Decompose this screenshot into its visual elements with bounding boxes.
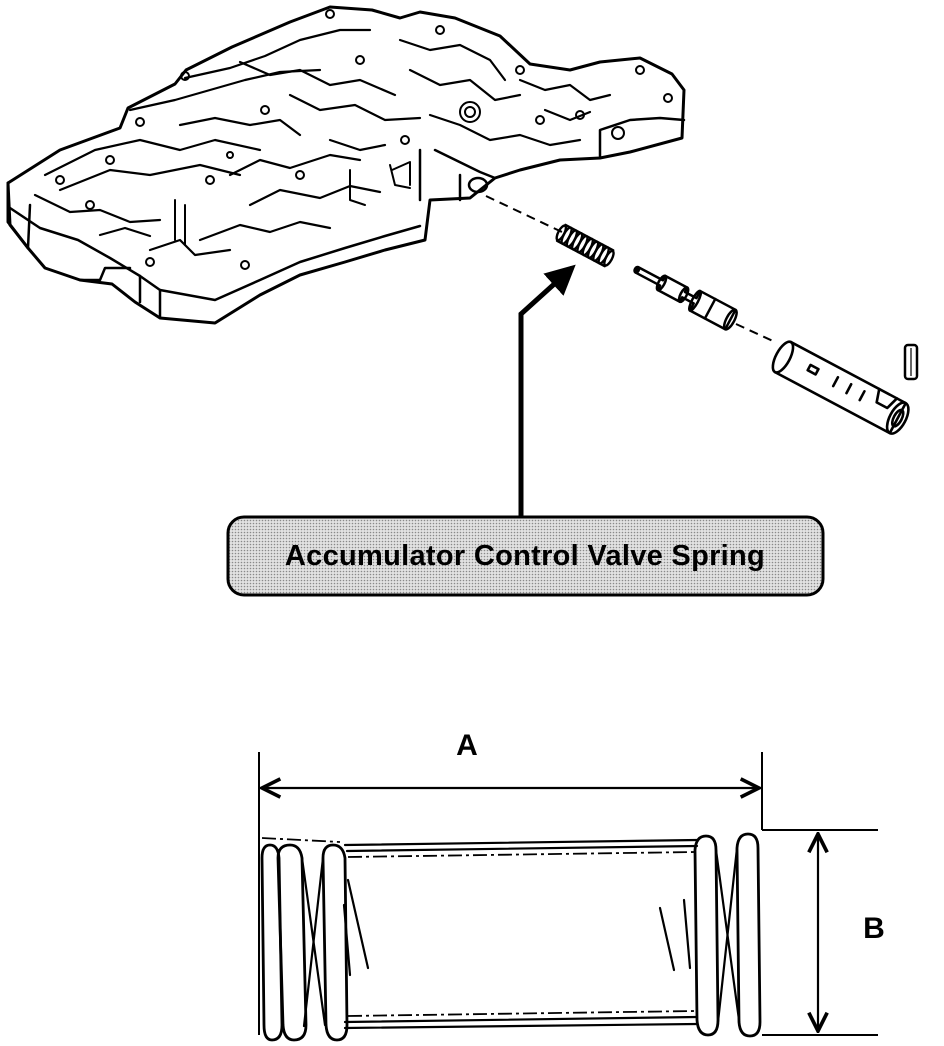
callout-leader-line	[518, 264, 576, 520]
accumulator-control-valve	[633, 265, 738, 331]
valve-body	[6, 5, 686, 325]
large-coil-spring	[260, 832, 762, 1042]
dimension-b-label: B	[863, 912, 885, 945]
dimension-a-label: A	[456, 729, 478, 762]
valve-plug	[771, 340, 910, 435]
retainer-pin	[903, 343, 919, 381]
accumulator-control-valve-spring	[555, 223, 615, 268]
assembly-centerline	[485, 195, 563, 233]
callout-label: Accumulator Control Valve Spring	[285, 540, 765, 572]
assembly-centerline-2	[735, 323, 776, 343]
dimension-a: A	[258, 729, 763, 1035]
callout-box: Accumulator Control Valve Spring	[226, 515, 825, 597]
dimension-b: B	[762, 829, 885, 1036]
